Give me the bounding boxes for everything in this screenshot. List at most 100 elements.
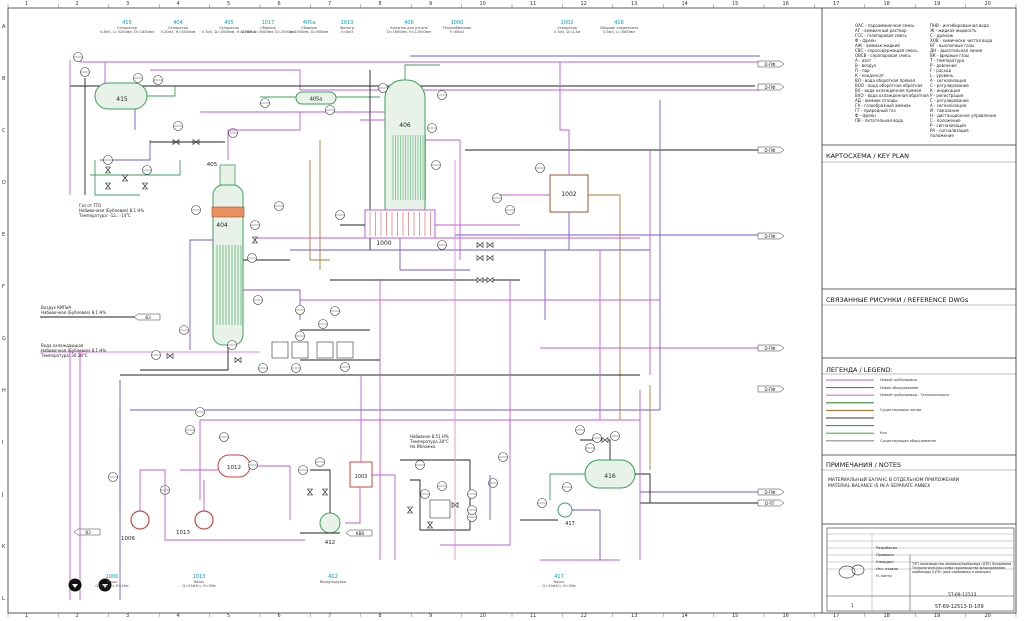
connector-label: D-ПФ <box>765 387 777 392</box>
pipe-line <box>94 160 140 196</box>
valve-half <box>104 182 112 187</box>
pipe-line <box>140 345 229 371</box>
legend-item-label: Новый трубопровод <box>880 378 917 382</box>
instrument-bubble <box>415 460 425 470</box>
pump-tag: 1013 <box>176 530 190 536</box>
valve-half <box>169 352 174 360</box>
abbreviations-left: ОАС - пароаммиачная смесь АГ - аммиачный… <box>855 23 929 123</box>
valve-icon <box>104 182 112 190</box>
vessel-405a <box>295 91 337 105</box>
grid-column-label: 13 <box>631 1 638 7</box>
title-block-sheet: 1 <box>851 604 854 609</box>
vessel-tag: 406 <box>399 122 411 129</box>
vessel-tag: 1002 <box>561 191 576 198</box>
instrument-bubble <box>378 83 388 93</box>
instrument-bubble <box>247 253 257 263</box>
pipe-line <box>250 465 291 520</box>
grid-column-label: 20 <box>984 613 991 619</box>
connector-shape <box>757 146 785 154</box>
connector-label: D-ПФ <box>765 234 777 239</box>
pipe-line <box>410 479 470 531</box>
valve-half <box>321 491 329 496</box>
grid-column-label: 20 <box>984 1 991 7</box>
valve-half <box>251 239 259 244</box>
equipment-tag: 1013 <box>340 20 354 26</box>
connector-label: D-ПГ <box>765 501 776 506</box>
pump-412 <box>319 512 341 534</box>
pipe-line <box>635 473 651 503</box>
instrument-bubble <box>437 90 447 100</box>
instrument-bubble <box>253 295 263 305</box>
instrument-bubble <box>173 121 183 131</box>
grid-row-label: K <box>2 544 6 550</box>
valve-half <box>406 509 414 514</box>
notes-text: МАТЕРИАЛЬНЫЙ БАЛАНС В ОТДЕЛЬНОМ ПРИЛОЖЕН… <box>828 478 959 489</box>
connector-shape <box>757 385 785 393</box>
equipment-tag: 415 <box>122 20 132 26</box>
grid-column-label: 19 <box>934 1 941 7</box>
grid-column-label: 18 <box>883 1 890 7</box>
instrument-bubble <box>274 201 284 211</box>
grid-column-label: 11 <box>530 1 537 7</box>
offpage-connector-left: ВЗ <box>73 528 101 536</box>
valve-half <box>426 521 434 526</box>
offpage-connector-left: КВВ <box>345 529 373 537</box>
valve-icon <box>406 506 414 514</box>
offpage-connector-right: D-ПФ <box>757 385 785 393</box>
offpage-connector-right: D-ПФ <box>757 488 785 496</box>
grid-column-label: 2 <box>75 1 79 7</box>
instrument-bubble <box>340 362 350 372</box>
pipe-line <box>399 238 470 271</box>
valve-half <box>104 185 112 190</box>
pipe-line <box>139 469 305 541</box>
legend-item-label: Кол <box>880 431 887 436</box>
pipe-line <box>189 239 213 350</box>
valve-half <box>476 241 481 249</box>
equipment-description: Фильтр V=8м3 <box>340 26 354 34</box>
instrument-bubble <box>318 319 328 329</box>
company-logo <box>838 564 865 579</box>
valve-icon <box>486 254 494 262</box>
grid-column-label: 16 <box>782 1 789 7</box>
equipment-description: Насос Q=20м3/ч, H=40м <box>95 580 129 588</box>
valve-icon <box>306 488 314 496</box>
valve-icon <box>486 241 494 249</box>
valve-half <box>141 185 149 190</box>
pipe-line <box>227 112 301 160</box>
equipment-tag: 1006 <box>105 574 119 580</box>
connector-label: D-ПФ <box>765 62 777 67</box>
instrument-bubble <box>80 67 90 77</box>
equipment-tag: 1002 <box>560 20 574 26</box>
instrument-bubble <box>195 407 205 417</box>
control-valve-box <box>291 341 309 359</box>
grid-row-label: J <box>2 492 4 498</box>
pipe-line <box>425 139 461 260</box>
valve-half <box>234 356 239 364</box>
connector-label: D-ПФ <box>765 490 777 495</box>
title-block-doc-no: 5T-69-12513-D-109 <box>935 604 984 610</box>
equipment-description: Теплообменник F=80м2 <box>442 26 472 34</box>
instrument-bubble <box>151 350 161 360</box>
offpage-connector-right: D-ПФ <box>757 146 785 154</box>
pipe-line <box>400 459 471 530</box>
pump-tag: 1006 <box>121 536 135 542</box>
pipe-line <box>559 62 570 175</box>
grid-column-label: 17 <box>833 1 840 7</box>
valve-icon <box>121 174 129 182</box>
instrument-bubble <box>250 220 260 230</box>
instrument-bubble <box>108 472 118 482</box>
vessel-405 <box>219 164 236 186</box>
grid-row-label: H <box>2 388 6 394</box>
equipment-description: Сепаратор V-7м3, D=2.4м <box>553 26 581 34</box>
grid-column-label: 8 <box>378 613 382 619</box>
valve-half <box>486 254 491 262</box>
grid-column-label: 9 <box>429 613 433 619</box>
instrument-bubble <box>191 205 201 215</box>
instrument-bubble <box>227 340 237 350</box>
left-note-1: Газ от ТП1 Набивочная (Бублевое) 8,1 Н% … <box>79 203 145 218</box>
connector-shape <box>757 60 785 68</box>
notes-title: ПРИМЕЧАНИЯ / NOTES <box>826 461 902 469</box>
grid-row-label: I <box>2 440 4 446</box>
connector-shape <box>757 232 785 240</box>
